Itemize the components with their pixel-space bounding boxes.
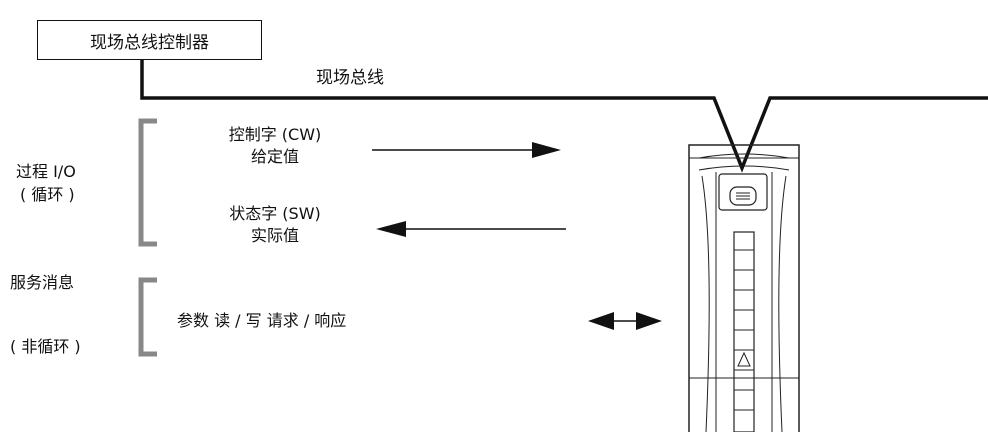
cw-arrow [372, 142, 561, 158]
fieldbus-label: 现场总线 [316, 68, 384, 88]
control-word-label: 控制字 (CW) [228, 125, 322, 144]
drive-body [688, 144, 800, 432]
keypad-icon [729, 186, 757, 206]
control-word-label-group: 控制字 (CW) 给定值 [190, 124, 360, 168]
reference-label: 给定值 [250, 147, 299, 166]
warning-triangle-icon [737, 351, 751, 367]
sw-arrow [376, 221, 566, 237]
service-double-arrow [588, 312, 662, 330]
process-io-bracket [138, 118, 157, 247]
parameter-request-label: 参数 读 / 写 请求 / 响应 [177, 311, 347, 330]
status-word-label-group: 状态字 (SW) 实际值 [190, 203, 360, 247]
drive-unit [688, 144, 800, 432]
fieldbus-controller-box: 现场总线控制器 [37, 20, 262, 60]
service-subtitle: ( 非循环 ) [10, 337, 81, 356]
service-bracket [138, 277, 157, 357]
control-panel [718, 173, 768, 211]
process-io-subtitle: ( 循环 ) [20, 185, 75, 204]
process-io-title: 过程 I/O [16, 162, 76, 181]
controller-label: 现场总线控制器 [90, 32, 209, 53]
service-title: 服务消息 [10, 273, 75, 292]
vent-ladder [733, 231, 755, 432]
status-word-label: 状态字 (SW) [229, 204, 321, 223]
fieldbus-line [140, 60, 988, 173]
actual-label: 实际值 [250, 226, 299, 245]
